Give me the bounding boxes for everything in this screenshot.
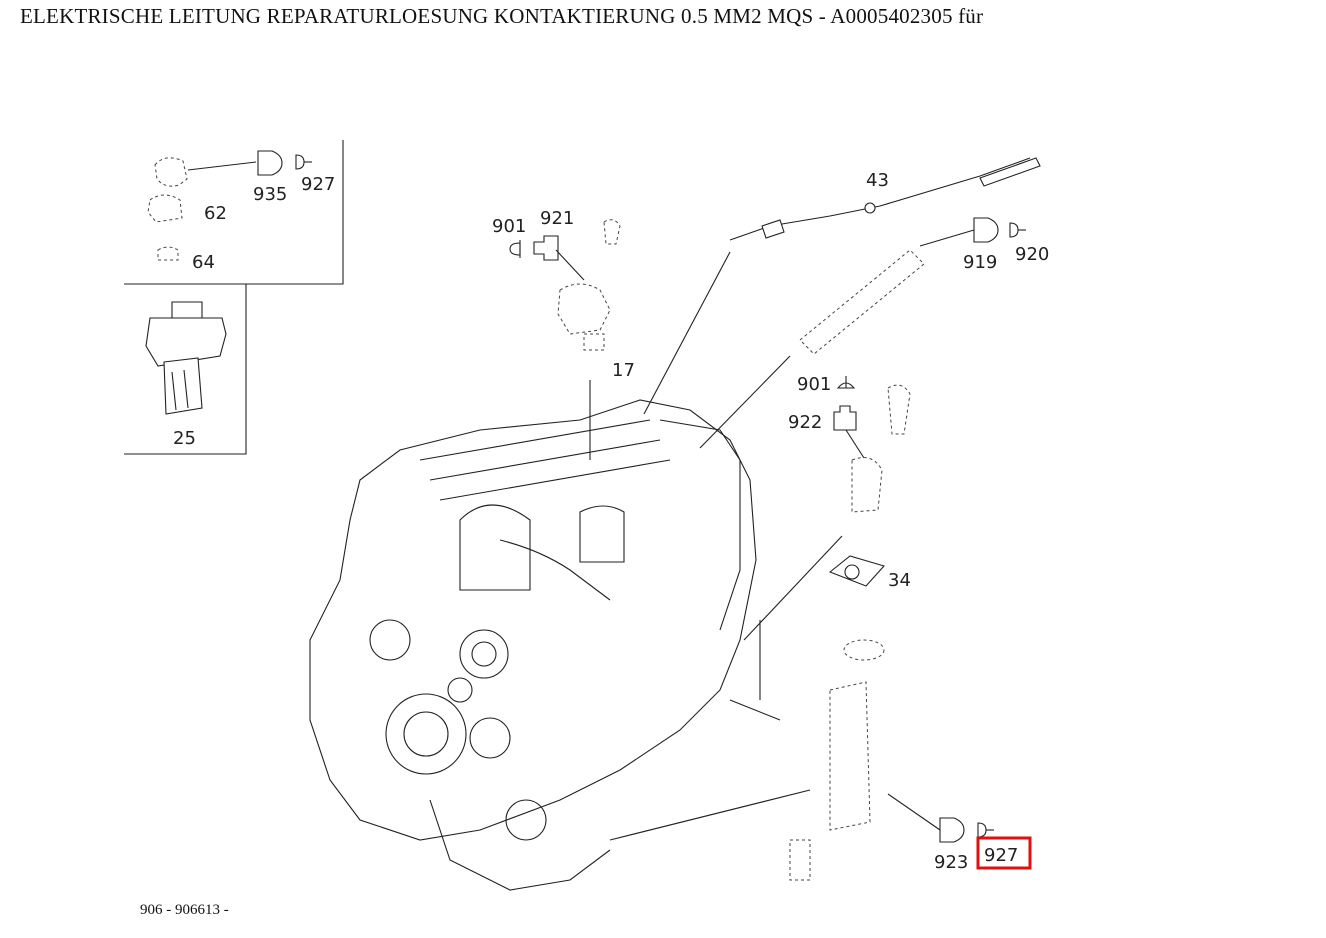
gasket-34 bbox=[828, 555, 885, 587]
label-920[interactable]: 920 bbox=[1015, 244, 1049, 265]
sensor-sketch-17 bbox=[557, 219, 621, 460]
label-17[interactable]: 17 bbox=[612, 360, 635, 381]
connector-923[interactable] bbox=[939, 817, 965, 843]
label-43[interactable]: 43 bbox=[866, 170, 889, 191]
label-64[interactable]: 64 bbox=[192, 252, 215, 273]
connector-919[interactable] bbox=[973, 217, 999, 243]
connector-922[interactable] bbox=[833, 405, 857, 431]
highlight-box bbox=[976, 836, 1032, 870]
page-title: ELEKTRISCHE LEITUNG REPARATURLOESUNG KON… bbox=[20, 4, 984, 28]
sensor-sketch-lower bbox=[609, 639, 941, 881]
label-927-bottom[interactable]: 927 bbox=[984, 845, 1018, 866]
injector-sketch bbox=[699, 249, 925, 449]
terminal-901-top[interactable] bbox=[509, 240, 521, 258]
cable-43 bbox=[643, 157, 1041, 415]
label-25[interactable]: 25 bbox=[173, 428, 196, 449]
label-921[interactable]: 921 bbox=[540, 208, 574, 229]
inset-frame-top bbox=[124, 140, 344, 285]
sensor-sketch-32 bbox=[743, 384, 911, 641]
engine-illustration bbox=[309, 399, 781, 891]
label-922[interactable]: 922 bbox=[788, 412, 822, 433]
terminal-927-bottom[interactable] bbox=[977, 822, 994, 838]
label-923[interactable]: 923 bbox=[934, 852, 968, 873]
sensor-sketch-62-64 bbox=[147, 157, 257, 261]
label-901-mid[interactable]: 901 bbox=[797, 374, 831, 395]
label-901-top[interactable]: 901 bbox=[492, 216, 526, 237]
label-927-top[interactable]: 927 bbox=[301, 174, 335, 195]
inset-frame-25 bbox=[124, 284, 247, 455]
connector-921[interactable] bbox=[533, 235, 559, 261]
terminal-920[interactable] bbox=[1009, 222, 1026, 238]
diagram-code: 906 - 906613 - bbox=[140, 902, 229, 918]
label-935[interactable]: 935 bbox=[253, 184, 287, 205]
label-919[interactable]: 919 bbox=[963, 252, 997, 273]
label-62[interactable]: 62 bbox=[204, 203, 227, 224]
terminal-901-mid[interactable] bbox=[836, 376, 856, 389]
connector-935[interactable] bbox=[257, 150, 283, 176]
label-34[interactable]: 34 bbox=[888, 570, 911, 591]
terminal-927-top[interactable] bbox=[295, 154, 312, 170]
